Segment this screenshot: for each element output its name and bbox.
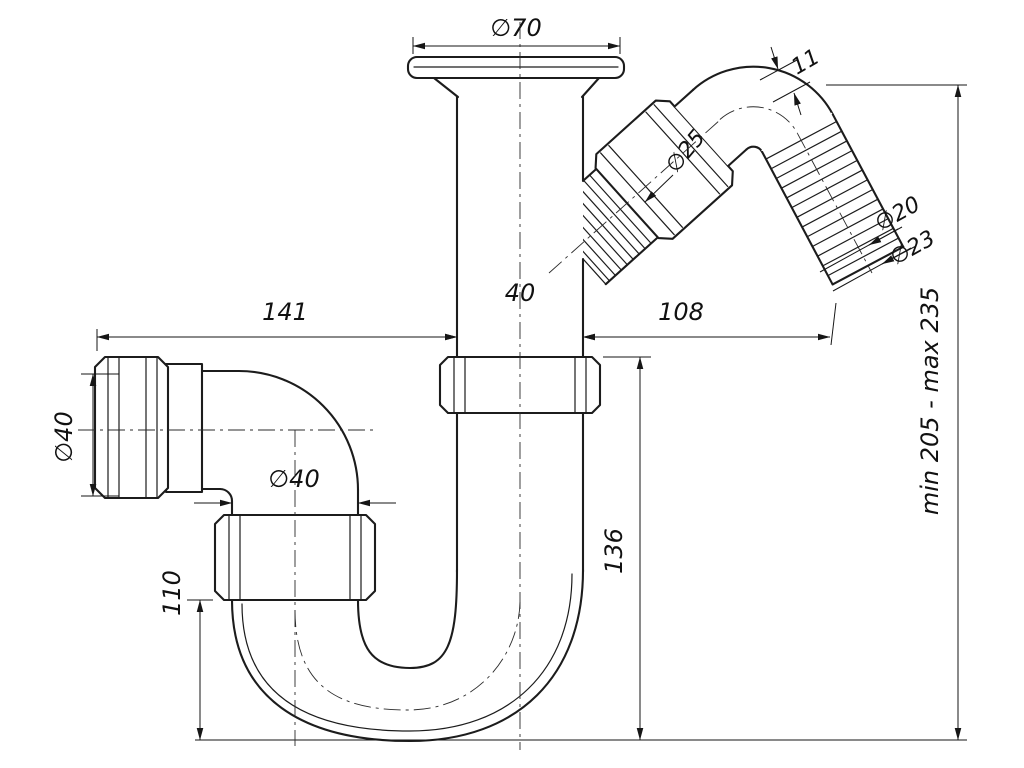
u-bend — [230, 568, 585, 743]
outlet-fitting-band — [164, 362, 204, 494]
dimension-outlet-diameter: ∅40 — [50, 373, 119, 497]
outlet-depth-label: 110 — [158, 570, 186, 616]
dimension-left-length: 141 — [96, 298, 458, 351]
dimension-trap-depth: 136 — [600, 356, 651, 741]
sink-flange — [406, 55, 626, 99]
dimension-outlet-depth: 110 — [158, 570, 213, 741]
dimension-flange-diameter: ∅70 — [412, 14, 621, 54]
dimension-overall-height: min 205 - max 235 — [195, 84, 967, 741]
trap-diameter-label: ∅40 — [268, 465, 319, 493]
dimension-right-length: 108 — [582, 298, 837, 346]
branch-elbow-axis-centerline — [719, 106, 798, 134]
branch-axis-centerline — [548, 119, 721, 274]
flange-diameter-label: ∅70 — [490, 14, 541, 42]
u-bend-axis-centerline — [294, 599, 521, 711]
left-length-label: 141 — [262, 298, 308, 326]
outlet-diameter-label: ∅40 — [50, 411, 78, 462]
hose-axis-centerline — [797, 133, 873, 274]
outlet-nut — [93, 355, 170, 500]
centerlines — [78, 22, 873, 750]
dimension-trap-diameter: ∅40 — [194, 465, 396, 507]
right-length-label: 108 — [658, 298, 704, 326]
outlet-elbow — [200, 369, 360, 519]
hose-end-diameter-label: ∅20 — [871, 192, 924, 237]
trap-depth-label: 136 — [600, 528, 628, 574]
overall-height-label: min 205 - max 235 — [916, 287, 944, 515]
